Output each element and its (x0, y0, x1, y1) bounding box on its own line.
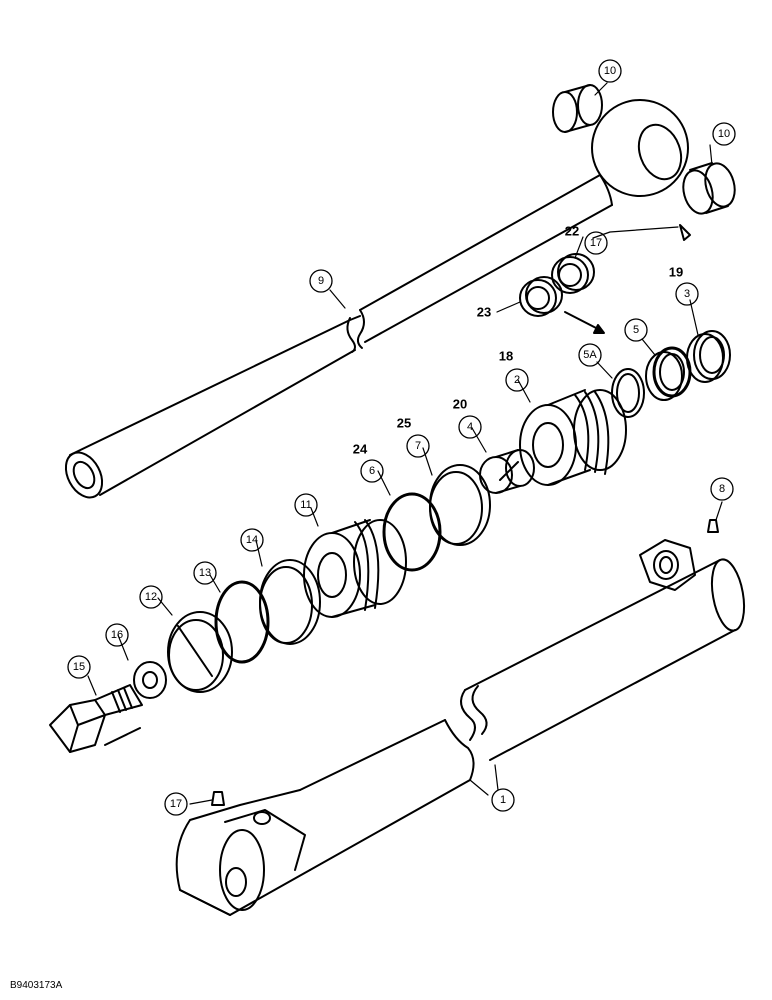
rod-wiper (551, 253, 595, 294)
callout-18: 18 (499, 349, 513, 364)
callout-13: 13 (199, 567, 211, 579)
callout-19: 19 (669, 265, 683, 280)
callout-22: 22 (565, 224, 579, 239)
rod-seal (519, 276, 563, 317)
grease-fitting-8 (707, 519, 719, 533)
callout-2: 2 (514, 374, 520, 386)
washer-hole (142, 671, 158, 689)
callout-leaders (87, 82, 723, 805)
grease-fitting-upper (679, 224, 691, 241)
grease-fitting-lower (211, 791, 225, 806)
ring-14-inner (259, 566, 313, 644)
callout-6: 6 (369, 465, 375, 477)
seal-5 (645, 346, 692, 401)
callout-14: 14 (246, 534, 258, 546)
backup-ring-3 (686, 330, 731, 383)
callout-1: 1 (500, 794, 506, 806)
callout-10-top: 10 (604, 65, 616, 77)
wiper-arrow (564, 311, 601, 331)
callout-20: 20 (453, 397, 467, 412)
wiper-arrowhead (593, 324, 605, 334)
callout-23: 23 (477, 305, 491, 320)
wear-ring-12 (167, 611, 233, 693)
cylinder-barrel (175, 539, 746, 916)
callout-8: 8 (719, 483, 725, 495)
callout-16: 16 (111, 629, 123, 641)
bushing-lower (682, 162, 736, 215)
callout-7: 7 (415, 440, 421, 452)
ring-5a (611, 368, 645, 418)
callout-4: 4 (467, 421, 473, 433)
callout-17-upper: 17 (590, 237, 602, 249)
callout-24: 24 (353, 442, 368, 457)
callout-5a: 5A (583, 349, 597, 361)
callout-10-right: 10 (718, 128, 730, 140)
piston (303, 519, 407, 618)
callout-15: 15 (73, 661, 85, 673)
callout-circles (67, 59, 736, 816)
o-ring-13 (214, 580, 270, 664)
callout-17-lower: 17 (170, 798, 182, 810)
piston-rod (64, 99, 689, 499)
callout-25: 25 (397, 416, 411, 431)
o-ring-6 (382, 492, 442, 572)
gland (519, 389, 627, 486)
washer (133, 661, 167, 699)
bolt (49, 684, 143, 753)
callout-12: 12 (145, 591, 157, 603)
callout-9: 9 (318, 275, 324, 287)
figure-id: B9403173A (10, 980, 63, 991)
ring-7-inner (429, 471, 483, 545)
bushing-upper (552, 84, 603, 133)
callout-3: 3 (684, 288, 690, 300)
callout-5: 5 (633, 324, 639, 336)
callout-11: 11 (300, 499, 311, 511)
